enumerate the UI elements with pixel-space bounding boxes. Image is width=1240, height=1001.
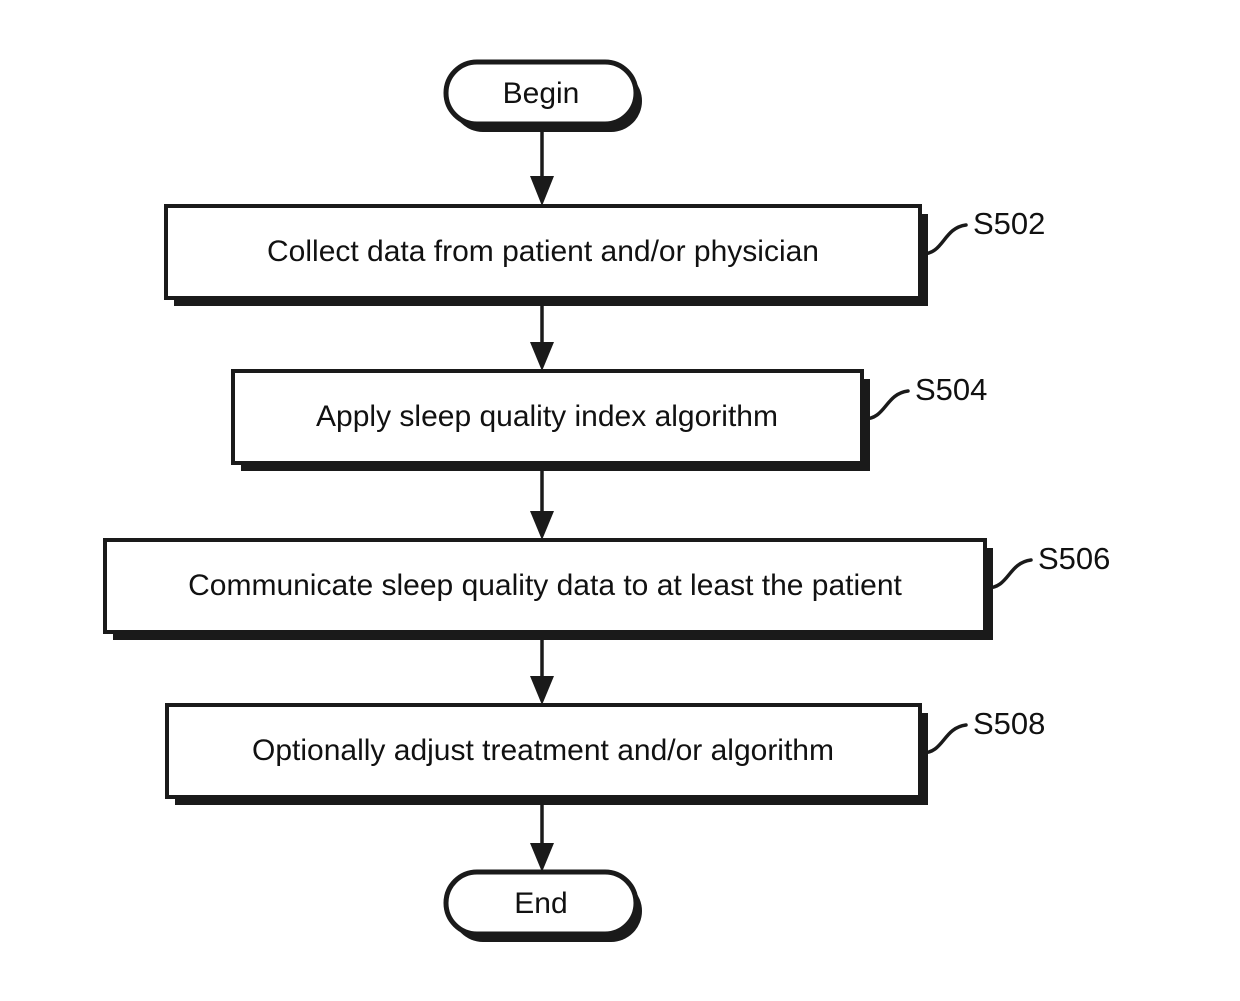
leader-line — [862, 389, 910, 421]
leader-s506: S506 — [985, 541, 1110, 590]
leader-line — [920, 723, 968, 755]
s508-label: Optionally adjust treatment and/or algor… — [252, 734, 834, 767]
connector-s502-to-s504 — [530, 300, 554, 371]
node-begin[interactable]: Begin — [443, 59, 642, 132]
s508-reference: S508 — [973, 706, 1045, 741]
s504-reference: S504 — [915, 372, 987, 407]
connector-s506-to-s508 — [530, 634, 554, 705]
s506-label: Communicate sleep quality data to at lea… — [188, 569, 902, 602]
node-s506[interactable]: Communicate sleep quality data to at lea… — [103, 538, 993, 640]
s502-shape — [164, 204, 922, 300]
s506-shape — [103, 538, 987, 634]
s502-reference: S502 — [973, 206, 1045, 241]
arrow-head-icon — [530, 676, 554, 705]
arrow-head-icon — [530, 176, 554, 206]
s504-shape — [231, 369, 864, 465]
leader-line — [985, 558, 1033, 590]
leader-s508: S508 — [920, 706, 1045, 755]
arrow-head-icon — [530, 342, 554, 371]
begin-shape — [443, 59, 639, 127]
connector-s508-to-end — [530, 799, 554, 872]
node-s504[interactable]: Apply sleep quality index algorithm — [231, 369, 870, 471]
s508-shape — [165, 703, 922, 799]
node-s508[interactable]: Optionally adjust treatment and/or algor… — [165, 703, 928, 805]
connector-begin-to-s502 — [530, 126, 554, 206]
s506-reference: S506 — [1038, 541, 1110, 576]
leader-line — [920, 223, 968, 256]
s502-label: Collect data from patient and/or physici… — [267, 235, 819, 268]
node-s502[interactable]: Collect data from patient and/or physici… — [164, 204, 928, 306]
end-label: End — [514, 887, 567, 920]
connector-s504-to-s506 — [530, 465, 554, 540]
arrow-head-icon — [530, 511, 554, 540]
leader-s504: S504 — [862, 372, 987, 421]
leader-s502: S502 — [920, 206, 1045, 256]
begin-label: Begin — [503, 77, 580, 110]
s504-label: Apply sleep quality index algorithm — [316, 400, 778, 433]
end-shape — [443, 869, 639, 937]
node-end[interactable]: End — [443, 869, 642, 942]
arrow-head-icon — [530, 843, 554, 872]
